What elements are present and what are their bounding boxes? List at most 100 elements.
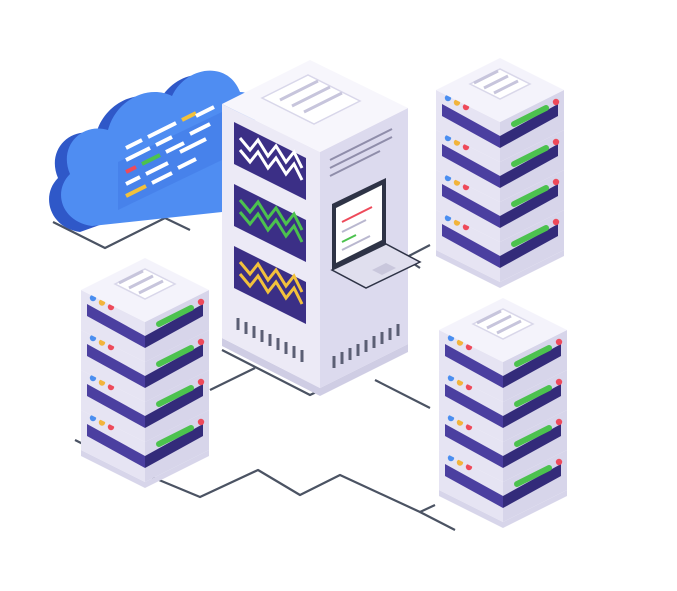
code-line xyxy=(125,146,151,162)
code-line xyxy=(179,137,207,154)
panel-pattern xyxy=(238,137,304,169)
tower-bottom-vents-left xyxy=(236,318,304,362)
laptop-keyboard xyxy=(330,243,422,289)
server-band-right xyxy=(500,224,558,268)
server-band-left xyxy=(442,144,500,188)
tower-top-vent xyxy=(260,74,362,125)
code-line xyxy=(147,121,177,139)
cloud-code-lines xyxy=(125,105,215,198)
panel-pattern xyxy=(238,149,304,181)
connector-right-bottom-to-tower xyxy=(374,379,431,409)
status-led xyxy=(555,338,563,346)
tower-bottom-vents-right xyxy=(332,324,400,368)
server-stacks xyxy=(81,58,567,528)
status-led xyxy=(197,298,205,306)
activity-bar xyxy=(156,345,194,367)
code-line xyxy=(165,141,185,154)
server-band-right xyxy=(503,464,561,508)
code-line xyxy=(195,105,215,118)
tower-base xyxy=(222,338,408,396)
server-band-right xyxy=(145,304,203,348)
activity-bar xyxy=(511,145,549,167)
server-stack-icon-top-right xyxy=(436,58,564,288)
server-band-left xyxy=(442,104,500,148)
status-led xyxy=(197,338,205,346)
code-line xyxy=(125,138,143,150)
panel-pattern xyxy=(238,261,304,293)
server-band-left xyxy=(87,304,145,348)
activity-bar xyxy=(511,105,549,127)
code-line xyxy=(189,122,211,136)
activity-bar xyxy=(514,465,552,487)
code-line xyxy=(155,135,173,147)
server-stack-icon-left xyxy=(81,258,209,488)
activity-bar xyxy=(514,425,552,447)
server-band-left xyxy=(445,464,503,508)
status-led xyxy=(552,178,560,186)
server-band-right xyxy=(145,384,203,428)
laptop-touchpad xyxy=(372,263,396,275)
vent-line xyxy=(118,269,144,285)
panel-pattern xyxy=(238,211,304,243)
central-tower-server-icon xyxy=(222,60,422,396)
server-band-right xyxy=(500,184,558,228)
activity-bar xyxy=(514,385,552,407)
code-line xyxy=(181,111,197,122)
connector-right-bottom-base xyxy=(419,511,456,531)
cloud-code-icon xyxy=(49,70,257,232)
vent-line xyxy=(493,79,519,95)
activity-bar xyxy=(156,425,194,447)
tower-right-vents xyxy=(329,128,393,177)
tower-panel-yellow-pattern xyxy=(234,246,306,324)
vent-line xyxy=(128,274,154,290)
server-band-right xyxy=(145,344,203,388)
code-line xyxy=(151,171,173,185)
vent-line xyxy=(138,279,164,295)
vent-line xyxy=(483,74,509,90)
server-band-right xyxy=(145,424,203,468)
server-band-right xyxy=(503,424,561,468)
status-led xyxy=(197,418,205,426)
activity-bar xyxy=(156,385,194,407)
server-band-left xyxy=(87,424,145,468)
code-line xyxy=(125,175,141,186)
laptop-icon xyxy=(330,178,422,289)
activity-bar xyxy=(514,345,552,367)
activity-bar xyxy=(511,185,549,207)
status-led xyxy=(555,378,563,386)
status-led xyxy=(555,458,563,466)
tower-top-vent-lines xyxy=(279,79,343,114)
server-band-left xyxy=(445,344,503,388)
connector-cloud-to-tower xyxy=(52,216,191,250)
server-band-left xyxy=(445,424,503,468)
tower-panel-green-pattern xyxy=(234,184,306,262)
vent-line xyxy=(476,309,502,325)
status-led xyxy=(197,378,205,386)
status-led xyxy=(552,138,560,146)
server-band-left xyxy=(442,224,500,268)
server-stack-icon-bottom-right xyxy=(439,298,567,528)
code-line xyxy=(177,157,197,170)
code-line xyxy=(141,153,161,166)
server-band-right xyxy=(500,104,558,148)
vent-line xyxy=(473,69,499,85)
status-led xyxy=(555,418,563,426)
server-band-left xyxy=(87,344,145,388)
tower-panel-white-pattern xyxy=(234,122,306,200)
code-line xyxy=(125,184,147,198)
server-band-left xyxy=(87,384,145,428)
server-band-right xyxy=(500,144,558,188)
panel-pattern xyxy=(238,199,304,231)
code-line xyxy=(145,161,169,176)
server-band-left xyxy=(445,384,503,428)
server-band-right xyxy=(503,344,561,388)
panel-pattern xyxy=(238,273,304,305)
activity-bar xyxy=(511,225,549,247)
activity-bar xyxy=(156,305,194,327)
status-led xyxy=(552,218,560,226)
status-led xyxy=(552,98,560,106)
vent-line xyxy=(496,319,522,335)
vent-line xyxy=(486,314,512,330)
